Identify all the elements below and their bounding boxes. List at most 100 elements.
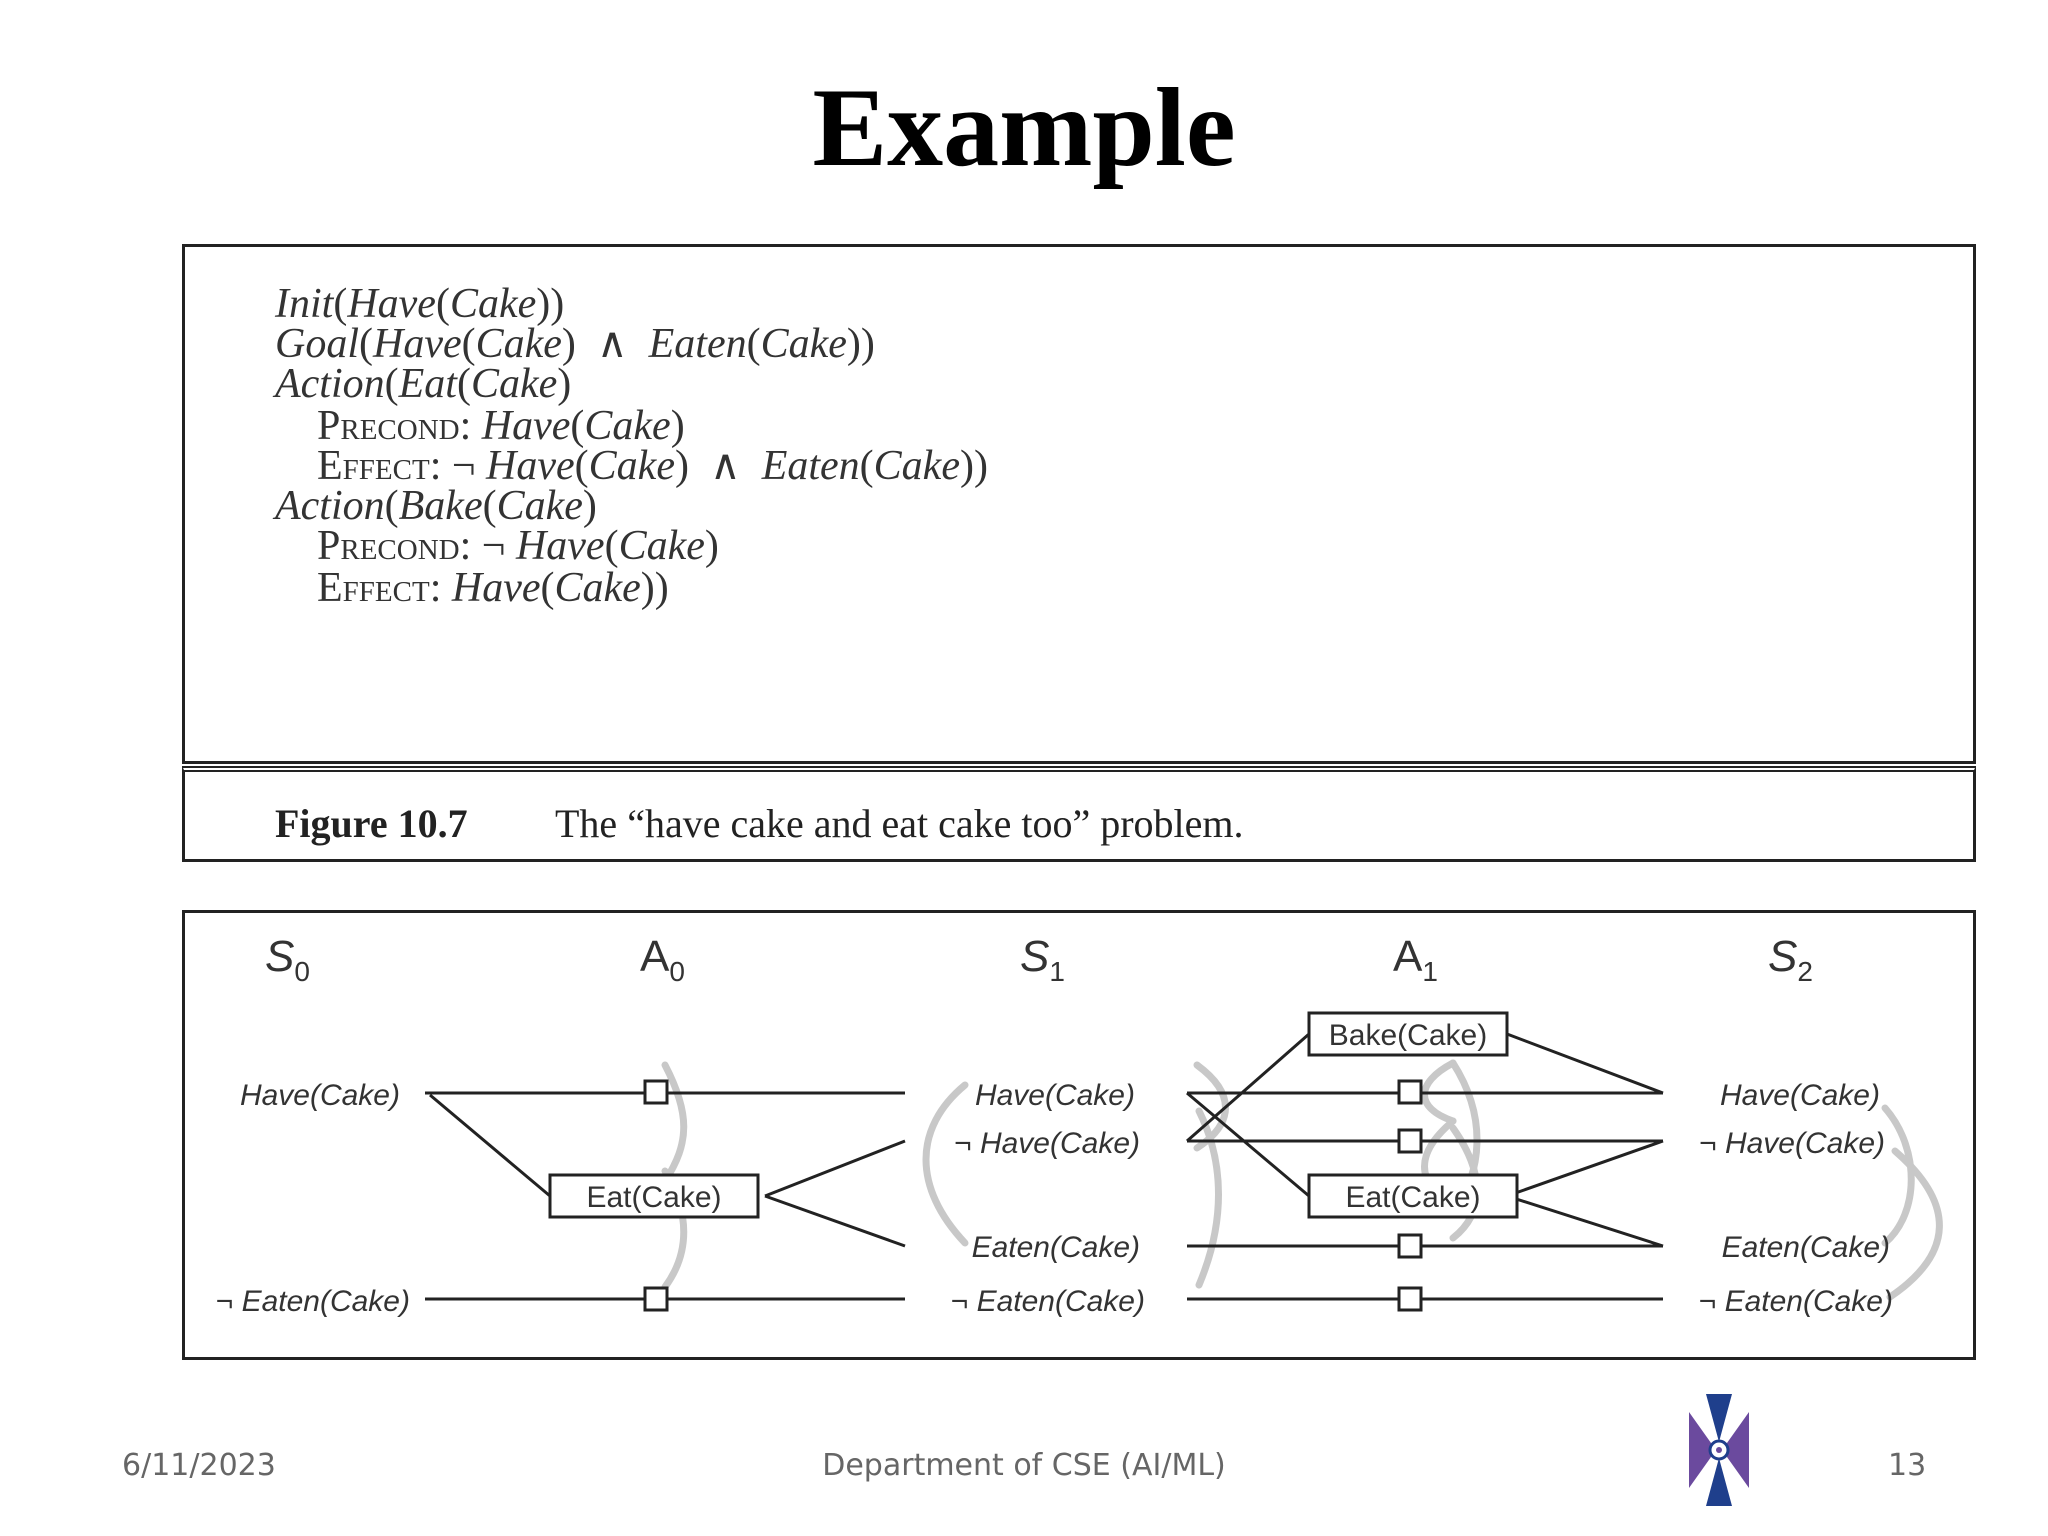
code-token: Eat bbox=[398, 361, 457, 407]
code-line: Action(Eat(Cake) bbox=[275, 363, 571, 405]
code-token: Have bbox=[347, 281, 436, 327]
code-token: Cake bbox=[449, 281, 537, 327]
code-token: ( bbox=[359, 321, 373, 367]
code-token: Cake bbox=[760, 321, 847, 367]
noop-box bbox=[1397, 1233, 1423, 1259]
code-token: Cake bbox=[496, 483, 583, 529]
planning-graph-panel: S0 A0 S1 A1 S2 bbox=[182, 910, 1976, 1360]
code-token: ( bbox=[746, 321, 761, 367]
code-token: Bake bbox=[398, 483, 483, 529]
footer-date: 6/11/2023 bbox=[122, 1448, 276, 1483]
code-line: Action(Bake(Cake) bbox=[275, 485, 597, 527]
code-token: Goal bbox=[275, 321, 359, 367]
action-box-eat-a0 bbox=[548, 1173, 760, 1219]
planning-graph: S0 A0 S1 A1 S2 bbox=[216, 932, 1943, 1318]
level-header-s2: S2 bbox=[1768, 932, 1813, 987]
edge-precond-eat-a0 bbox=[429, 1093, 551, 1198]
noop-box bbox=[1397, 1079, 1423, 1105]
s1-literal: ¬ Have(Cake) bbox=[954, 1127, 1140, 1160]
level-header-a0: A0 bbox=[640, 932, 685, 987]
code-token: )) bbox=[959, 443, 988, 489]
s1-literal: Eaten(Cake) bbox=[972, 1231, 1140, 1264]
code-token: Have bbox=[373, 321, 462, 367]
level-header-a1: A1 bbox=[1393, 932, 1438, 987]
noop-box bbox=[643, 1079, 669, 1105]
code-token: ) bbox=[704, 523, 719, 569]
edge-eat-a0-eaten bbox=[764, 1194, 906, 1248]
s0-literal: ¬ Eaten(Cake) bbox=[216, 1285, 410, 1318]
action-box-bake-a1 bbox=[1307, 1011, 1509, 1057]
s2-literal: Have(Cake) bbox=[1720, 1079, 1880, 1112]
code-token: Init bbox=[275, 281, 334, 327]
code-line: Precond: Have(Cake) bbox=[317, 405, 685, 447]
mutex-arc bbox=[1195, 1107, 1222, 1289]
code-token: Action bbox=[275, 361, 385, 407]
s1-literal: ¬ Eaten(Cake) bbox=[951, 1285, 1145, 1318]
code-token: Action bbox=[275, 483, 385, 529]
code-token: )) bbox=[640, 565, 669, 611]
noop-box bbox=[643, 1286, 669, 1312]
edge-bake-have bbox=[1506, 1032, 1664, 1095]
code-token: ( bbox=[384, 483, 399, 529]
code-line: Effect: Have(Cake)) bbox=[317, 567, 669, 609]
code-token: Have bbox=[451, 565, 541, 611]
code-token: ( bbox=[435, 281, 450, 327]
code-token: Have bbox=[486, 443, 575, 489]
code-token: Cake bbox=[475, 321, 562, 367]
code-token: ) ∧ bbox=[561, 321, 649, 367]
code-line: Precond: ¬ Have(Cake) bbox=[317, 525, 719, 567]
code-token: Cake bbox=[873, 443, 960, 489]
code-token: Eaten bbox=[761, 443, 860, 489]
code-token: Eaten bbox=[648, 321, 747, 367]
action-label-bake-a1: Bake(Cake) bbox=[1329, 1019, 1487, 1052]
code-token: ( bbox=[604, 523, 619, 569]
mutex-arc bbox=[922, 1081, 969, 1247]
code-token: Cake bbox=[554, 565, 641, 611]
page-number: 13 bbox=[1888, 1448, 1927, 1483]
code-token: : bbox=[429, 565, 452, 611]
code-token: )) bbox=[536, 281, 565, 327]
mutex-arc bbox=[1886, 1147, 1943, 1301]
code-token: ) ∧ bbox=[674, 443, 762, 489]
institution-logo bbox=[1689, 1394, 1749, 1506]
code-token: Have bbox=[515, 523, 605, 569]
code-token: ) bbox=[557, 361, 572, 407]
footer-department: Department of CSE (AI/ML) bbox=[822, 1448, 1226, 1483]
code-token: : ¬ bbox=[459, 523, 516, 569]
code-token: )) bbox=[846, 321, 875, 367]
code-token: ( bbox=[461, 321, 476, 367]
code-token: ( bbox=[384, 361, 399, 407]
code-token: ) bbox=[582, 483, 597, 529]
code-token: Have bbox=[481, 403, 571, 449]
code-token: Cake bbox=[584, 403, 671, 449]
figure-label: Figure 10.7 bbox=[275, 801, 468, 846]
code-token: ( bbox=[456, 361, 471, 407]
code-token: Precond bbox=[317, 523, 460, 569]
code-token: ( bbox=[859, 443, 874, 489]
code-token: ( bbox=[482, 483, 497, 529]
edge-precond-eat-a1 bbox=[1186, 1091, 1310, 1198]
code-token: Cake bbox=[470, 361, 558, 407]
level-header-s1: S1 bbox=[1020, 932, 1065, 987]
code-line: Init(Have(Cake)) bbox=[275, 283, 564, 325]
code-token: ) bbox=[670, 403, 685, 449]
code-token: ( bbox=[570, 403, 585, 449]
noop-box bbox=[1397, 1128, 1423, 1154]
edge-eat-a1-not-have bbox=[1506, 1139, 1664, 1198]
s2-literal: ¬ Eaten(Cake) bbox=[1699, 1285, 1893, 1318]
level-header-s0: S0 bbox=[265, 932, 310, 987]
s1-literal: Have(Cake) bbox=[975, 1079, 1135, 1112]
code-line: Effect: ¬ Have(Cake) ∧ Eaten(Cake)) bbox=[317, 445, 988, 487]
planning-code-panel: Init(Have(Cake))Goal(Have(Cake) ∧ Eaten(… bbox=[182, 244, 1976, 764]
s2-literal: Eaten(Cake) bbox=[1722, 1231, 1890, 1264]
code-token: : bbox=[459, 403, 482, 449]
mutex-arc bbox=[661, 1061, 688, 1185]
mutex-arc bbox=[1421, 1059, 1457, 1125]
slide-title: Example bbox=[812, 66, 1236, 190]
edge-eat-a0-not-have bbox=[764, 1139, 906, 1198]
figure-caption-panel: Figure 10.7 The “have cake and eat cake … bbox=[182, 766, 1976, 862]
s2-literal: ¬ Have(Cake) bbox=[1699, 1127, 1885, 1160]
s0-literal: Have(Cake) bbox=[240, 1079, 400, 1112]
action-label-eat-a1: Eat(Cake) bbox=[1345, 1181, 1480, 1214]
action-label-eat-a0: Eat(Cake) bbox=[586, 1181, 721, 1214]
